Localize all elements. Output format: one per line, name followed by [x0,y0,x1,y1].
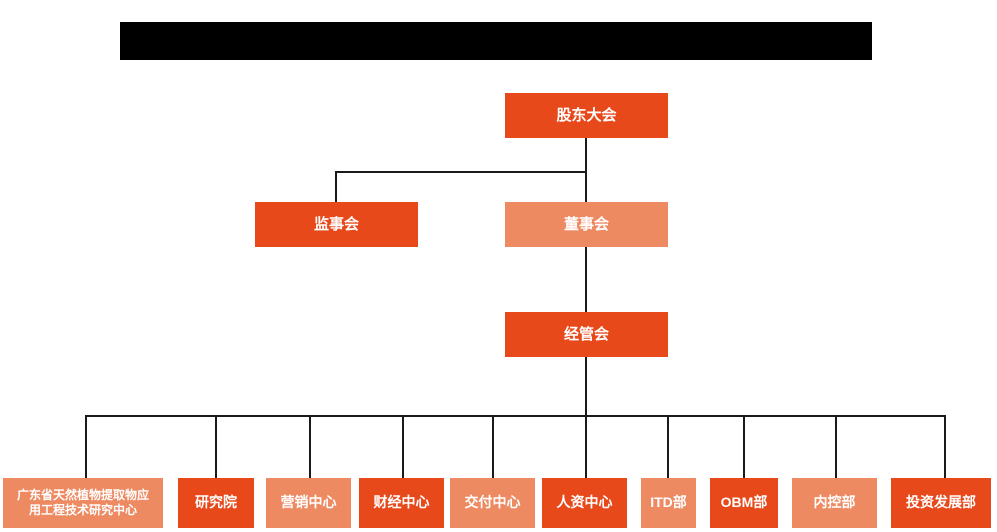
node-hr-center[interactable]: 人资中心 [542,478,627,528]
node-delivery-center[interactable]: 交付中心 [450,478,535,528]
connector-shareholders-down [585,138,587,172]
connector-drop-itd-dept [667,415,669,478]
node-label: 交付中心 [464,494,521,511]
node-marketing-center[interactable]: 营销中心 [266,478,351,528]
connector-drop-obm-dept [743,415,745,478]
connector-drop-delivery-center [492,415,494,478]
node-board-of-supervisors[interactable]: 监事会 [255,202,418,247]
node-itd-department[interactable]: ITD部 [641,478,696,528]
node-label: 广东省天然植物提取物应 用工程技术研究中心 [16,487,149,517]
node-board-of-directors[interactable]: 董事会 [505,202,668,247]
node-obm-department[interactable]: OBM部 [710,478,778,528]
connector-drop-directors [585,171,587,202]
node-label: 经管会 [563,325,609,343]
redacted-title-bar [120,22,872,60]
node-internal-control-department[interactable]: 内控部 [792,478,877,528]
connector-drop-rd-center [85,415,87,478]
node-label: ITD部 [650,494,687,511]
connector-drop-supervisors [335,171,337,202]
connector-drop-finance-center [402,415,404,478]
connector-drop-internal-control [835,415,837,478]
connector-drop-research-institute [215,415,217,478]
node-label: 股东大会 [556,106,617,124]
node-label: 投资发展部 [906,494,976,511]
node-research-institute[interactable]: 研究院 [178,478,254,528]
connector-level1-bus [335,171,587,173]
node-management-committee[interactable]: 经管会 [505,312,668,357]
node-label: 监事会 [313,215,359,233]
node-shareholders-meeting[interactable]: 股东大会 [505,93,668,138]
node-label: 营销中心 [280,494,337,511]
node-investment-development-department[interactable]: 投资发展部 [891,478,991,528]
node-label: 研究院 [195,494,237,511]
connector-management-down [585,357,587,417]
connector-departments-bus [85,415,945,417]
node-label: 财经中心 [373,494,430,511]
node-label: 人资中心 [556,494,613,511]
connector-drop-investment-dev [944,415,946,478]
connector-drop-marketing-center [309,415,311,478]
node-finance-center[interactable]: 财经中心 [359,478,444,528]
node-guangdong-rd-center[interactable]: 广东省天然植物提取物应 用工程技术研究中心 [3,478,163,528]
node-label: OBM部 [720,494,768,511]
node-label: 董事会 [563,215,609,233]
connector-drop-hr-center [585,415,587,478]
node-label: 内控部 [813,494,856,511]
connector-directors-to-management [585,247,587,312]
